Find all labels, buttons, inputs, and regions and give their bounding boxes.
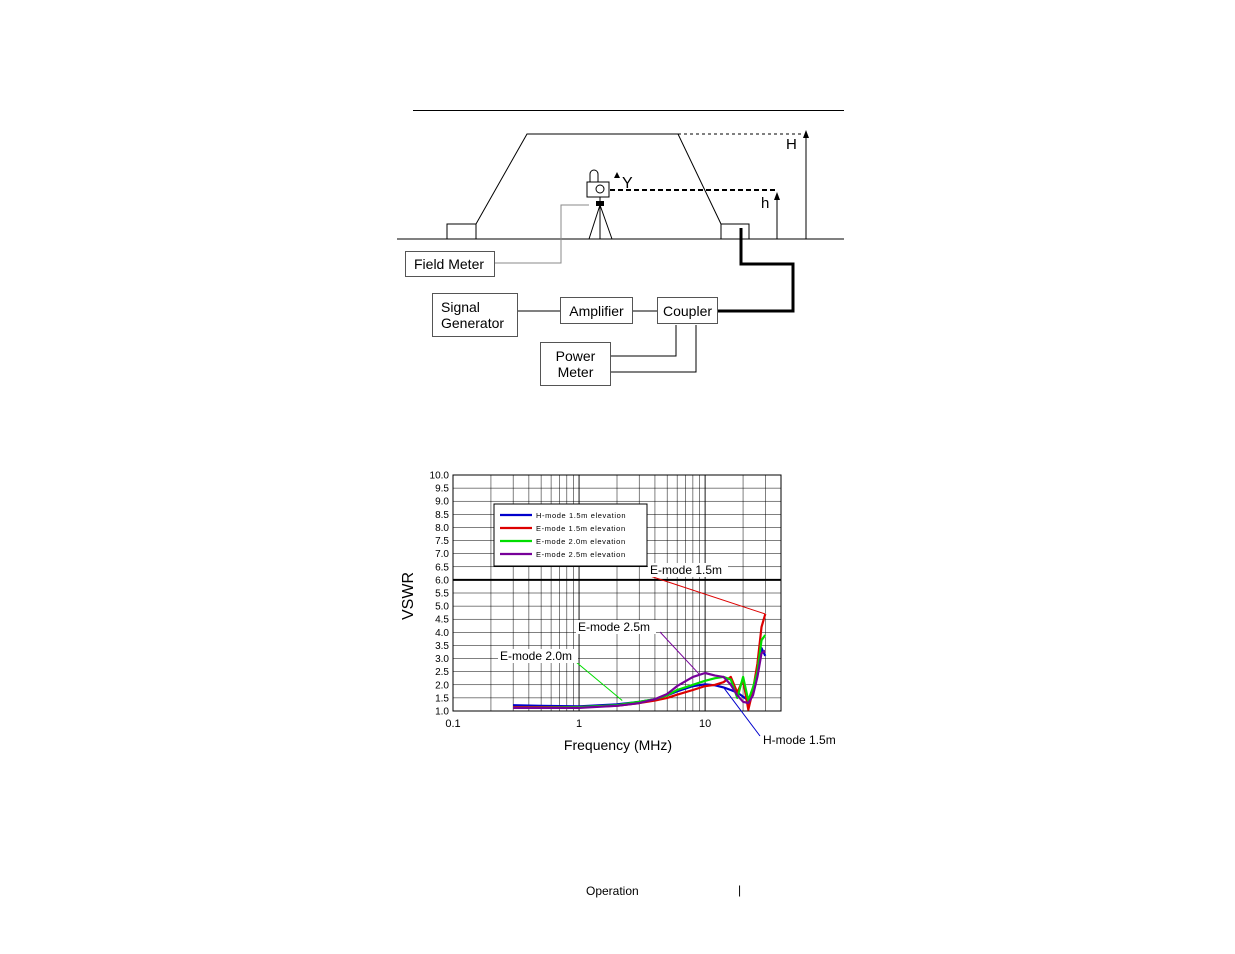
y-tick-label: 4.0 — [435, 628, 449, 639]
annotation-label: E-mode 2.5m — [578, 620, 650, 634]
field-meter-box: Field Meter — [405, 251, 495, 277]
height-h-arrowhead — [774, 192, 780, 200]
coupler-box: Coupler — [657, 297, 718, 324]
legend-label: E-mode 1.5m elevation — [536, 524, 626, 533]
y-axis-label: Y — [622, 175, 633, 192]
legend-label: E-mode 2.5m elevation — [536, 550, 626, 559]
x-tick-label: 0.1 — [445, 718, 460, 730]
y-tick-label: 8.0 — [435, 523, 449, 534]
annotation-leader — [649, 575, 766, 615]
footer-separator: | — [738, 883, 742, 897]
header-rule — [413, 110, 844, 111]
power-meter-label-1: Power — [555, 348, 596, 364]
field-probe — [586, 169, 613, 240]
chart-annotations: E-mode 1.5mE-mode 2.5mE-mode 2.0mH-mode … — [498, 563, 836, 747]
annotation-background — [576, 620, 656, 634]
chart-ticks: 1.0 1.5 2.0 2.5 3.0 3.5 4.0 4.5 5.0 5.5 6.0 6.5 7.0 7… — [430, 471, 712, 731]
annotation-leader — [723, 687, 761, 737]
series-line — [513, 649, 766, 709]
vswr-chart: E-mode 1.5mE-mode 2.5mE-mode 2.0mH-mode … — [400, 471, 836, 754]
antenna-foot-right — [720, 223, 750, 240]
y-tick-label: 1.5 — [435, 693, 449, 704]
y-tick-label: 2.0 — [435, 680, 449, 691]
x-tick-label: 10 — [699, 718, 711, 730]
legend-label: H-mode 1.5m elevation — [536, 511, 626, 520]
antenna-foot-left — [446, 223, 477, 240]
x-axis-label: Frequency (MHz) — [564, 737, 672, 753]
test-setup-diagram: Y H h — [397, 130, 844, 373]
probe-cable — [494, 204, 589, 264]
y-tick-label: 6.0 — [435, 575, 449, 586]
legend-label: E-mode 2.0m elevation — [536, 537, 626, 546]
y-tick-label: 7.0 — [435, 549, 449, 560]
y-tick-label: 6.5 — [435, 562, 449, 573]
y-tick-label: 5.5 — [435, 589, 449, 600]
y-tick-label: 5.0 — [435, 602, 449, 613]
coupler-powermeter-link-1 — [610, 325, 677, 357]
power-meter-label-2: Meter — [557, 364, 594, 380]
y-axis-arrowhead — [614, 172, 620, 178]
antenna-outline — [475, 133, 722, 225]
y-tick-label: 10.0 — [430, 471, 450, 482]
chart-series — [513, 613, 767, 711]
footer-section: Operation — [586, 884, 639, 898]
power-meter-box: Power Meter — [540, 342, 611, 386]
y-tick-label: 8.5 — [435, 510, 449, 521]
annotation-label: E-mode 1.5m — [650, 563, 722, 577]
x-tick-label: 1 — [576, 718, 582, 730]
annotation-leader — [659, 631, 700, 675]
y-tick-label: 7.5 — [435, 536, 449, 547]
y-tick-label: 9.0 — [435, 497, 449, 508]
signal-generator-box: Signal Generator — [432, 293, 518, 337]
signal-generator-label-1: Signal — [441, 299, 480, 315]
annotation-background — [498, 649, 578, 663]
field-meter-label: Field Meter — [414, 256, 485, 272]
amplifier-box: Amplifier — [560, 297, 633, 324]
y-tick-label: 2.5 — [435, 667, 449, 678]
annotation-label: H-mode 1.5m — [763, 733, 836, 747]
height-H-arrowhead — [803, 130, 809, 138]
coupler-label: Coupler — [662, 302, 713, 319]
height-H-label: H — [786, 136, 797, 153]
y-tick-label: 4.5 — [435, 615, 449, 626]
annotation-background — [648, 563, 728, 577]
feed-cable — [717, 228, 795, 313]
coupler-powermeter-link-2 — [610, 325, 697, 373]
height-h-label: h — [761, 195, 769, 212]
y-tick-label: 1.0 — [435, 707, 449, 718]
annotation-label: E-mode 2.0m — [500, 649, 572, 663]
y-tick-label: 9.5 — [435, 484, 449, 495]
amplifier-label: Amplifier — [569, 302, 624, 319]
y-axis-label: VSWR — [400, 572, 417, 620]
annotation-leader — [575, 661, 623, 701]
y-tick-label: 3.5 — [435, 641, 449, 652]
signal-generator-label-2: Generator — [441, 315, 505, 331]
y-tick-label: 3.0 — [435, 654, 449, 665]
